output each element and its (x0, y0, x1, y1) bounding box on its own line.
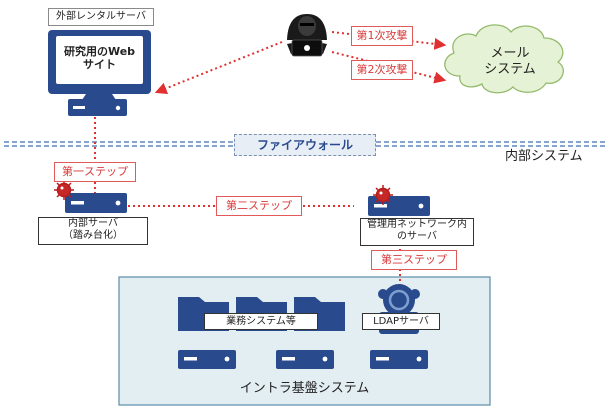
step-2-label: 第二ステップ (216, 196, 302, 216)
step-1-label: 第一ステップ (54, 162, 136, 182)
intra-server-icon-2 (276, 350, 334, 369)
virus-icon-internal (54, 180, 74, 200)
mail-system-label: メール システム (484, 46, 536, 78)
attack-line-to-web (154, 41, 283, 95)
web-site-label: 研究用のWeb サイト (63, 45, 136, 71)
intra-server-icon-3 (370, 350, 428, 369)
attack-1-label: 第1次攻撃 (351, 26, 413, 46)
internal-server-icon (65, 193, 127, 213)
web-monitor-icon (48, 30, 151, 100)
mail-cloud-icon (444, 24, 564, 94)
attack-2-label: 第2次攻撃 (351, 60, 413, 80)
intra-server-icon-1 (178, 350, 236, 369)
virus-icon-admin (373, 185, 393, 205)
hacker-icon (287, 14, 327, 57)
admin-server-label: 管理用ネットワーク内 のサーバ (360, 218, 474, 246)
web-server-icon (68, 99, 127, 116)
attack-2-line (331, 51, 447, 84)
internal-system-label: 内部システム (505, 149, 583, 164)
firewall-line (4, 141, 606, 147)
business-system-label: 業務システム等 (204, 313, 318, 330)
ldap-server-label: LDAPサーバ (362, 313, 440, 330)
firewall-label: ファイアウォール (234, 134, 376, 156)
intra-platform-label: イントラ基盤システム (239, 381, 370, 396)
internal-server-label: 内部サーバ （踏み台化） (38, 217, 148, 245)
step-3-label: 第三ステップ (371, 250, 457, 270)
rental-server-label: 外部レンタルサーバ (48, 8, 154, 26)
